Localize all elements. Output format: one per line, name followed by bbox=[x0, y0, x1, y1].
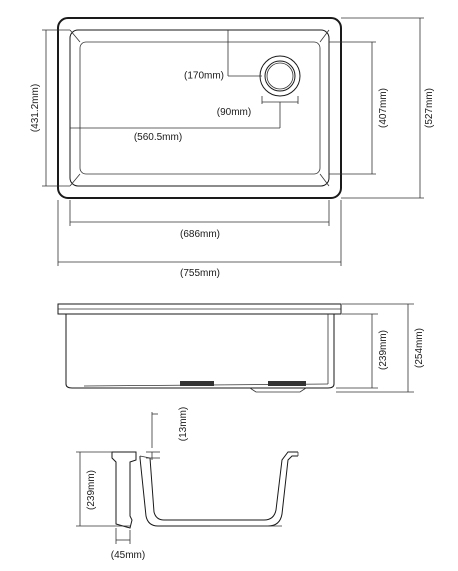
top-view: (170mm) (90mm) (560.5mm) (431.2mm) (407m… bbox=[30, 17, 435, 279]
bowl-outer-edge bbox=[69, 29, 330, 187]
dim-height-outer: (527mm) bbox=[424, 88, 435, 128]
drain-fitting-right bbox=[268, 381, 306, 386]
dim-front-height-outer: (254mm) bbox=[414, 328, 425, 368]
drain-inner-icon bbox=[264, 60, 296, 92]
dim-lip-width: (45mm) bbox=[111, 550, 145, 561]
dim-section-depth: (239mm) bbox=[86, 470, 97, 510]
section-left-lip bbox=[111, 451, 137, 529]
dim-height-inner: (407mm) bbox=[378, 88, 389, 128]
dim-lip-thickness: (13mm) bbox=[178, 407, 189, 441]
front-view: (239mm) (254mm) bbox=[57, 303, 425, 393]
sink-outer-rim bbox=[57, 17, 342, 199]
section-bowl-inner bbox=[149, 451, 298, 521]
bowl-floor bbox=[79, 41, 321, 175]
dim-drain-diameter: (90mm) bbox=[217, 107, 251, 118]
drain-outer-icon bbox=[259, 55, 301, 97]
dim-width-inner: (686mm) bbox=[180, 229, 220, 240]
section-view: (13mm) (239mm) (45mm) bbox=[76, 407, 299, 561]
dim-height-left: (431.2mm) bbox=[30, 84, 41, 132]
dim-drain-offset-x: (560.5mm) bbox=[134, 132, 182, 143]
front-body bbox=[65, 314, 335, 389]
dim-front-height-inner: (239mm) bbox=[378, 330, 389, 370]
drain-fitting-left bbox=[180, 381, 214, 386]
dim-width-outer: (755mm) bbox=[180, 268, 220, 279]
dim-drain-offset-y: (170mm) bbox=[184, 71, 224, 82]
